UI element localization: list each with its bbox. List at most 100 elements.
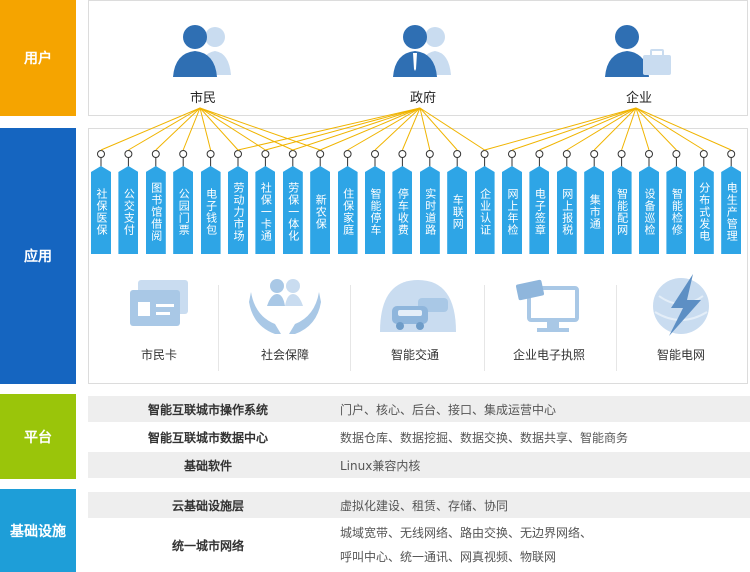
- app-tag: 电子签章: [529, 166, 550, 254]
- tag-ring: [151, 150, 160, 158]
- tag-ring: [672, 150, 681, 158]
- tag-ring: [480, 150, 489, 158]
- platform-row: 基础软件 Linux兼容内核: [88, 452, 750, 478]
- connector-line: [635, 107, 705, 151]
- section-app-label: 应用: [0, 128, 76, 384]
- connector-line: [199, 107, 239, 151]
- tag-ring: [453, 150, 462, 158]
- feature-label: 企业电子执照: [512, 348, 585, 362]
- section-infra-text: 基础设施: [10, 523, 66, 540]
- traffic-cars-icon: [380, 280, 456, 332]
- row-key: 统一城市网络: [171, 538, 244, 553]
- connector-line: [484, 107, 637, 151]
- connector-line: [128, 107, 201, 151]
- user-enterprise: 企业: [599, 17, 679, 106]
- tag-ring: [206, 150, 215, 158]
- row-value: 门户、核心、后台、接口、集成运营中心: [340, 402, 557, 417]
- app-tag: 智能停车: [365, 166, 385, 254]
- tag-ring: [261, 150, 270, 158]
- connector-line: [419, 107, 458, 151]
- connector-line: [199, 107, 321, 151]
- app-tag: 电生产管理: [721, 166, 742, 254]
- connector-line: [155, 107, 201, 151]
- feature-citizen-card: 市民卡: [104, 272, 214, 363]
- connector-line: [539, 107, 637, 151]
- connector-line: [347, 107, 421, 151]
- connector-line: [199, 107, 212, 151]
- connector-line: [182, 107, 201, 151]
- connector-line: [292, 107, 421, 151]
- app-tag: 停车收费: [392, 166, 413, 254]
- tag-ring: [371, 150, 379, 158]
- tag-ring: [617, 150, 626, 158]
- app-tag: 车联网: [447, 166, 468, 254]
- user-label: 市民: [189, 91, 216, 106]
- section-user-text: 用户: [24, 51, 52, 67]
- row-key: 云基础设施层: [171, 498, 244, 513]
- tag-ring: [234, 150, 242, 158]
- row-value: 城域宽带、无线网络、路由交换、无边界网络、 呼叫中心、统一通讯、网真视频、物联网: [328, 521, 750, 569]
- infra-row: 统一城市网络 城域宽带、无线网络、路由交换、无边界网络、 呼叫中心、统一通讯、网…: [88, 520, 750, 570]
- feature-label: 市民卡: [140, 348, 177, 362]
- connector-line: [635, 107, 732, 151]
- tag-ring: [343, 150, 352, 158]
- connector-line: [566, 107, 637, 151]
- tag-ring: [562, 150, 571, 158]
- app-tag: 分布式发电: [693, 166, 714, 254]
- app-tag: 新农保: [310, 166, 331, 254]
- connector-line: [320, 107, 421, 151]
- app-tag: 社保医保: [91, 166, 111, 254]
- tag-ring: [645, 150, 653, 158]
- row-value: 虚拟化建设、租赁、存储、协同: [340, 498, 509, 513]
- tag-ring: [97, 150, 105, 158]
- user-government: 政府: [383, 17, 463, 106]
- citizen-icon: [173, 25, 231, 77]
- connector-line: [419, 107, 485, 151]
- user-label: 企业: [625, 91, 652, 106]
- connector-line: [635, 107, 650, 151]
- row-value-line: 城域宽带、无线网络、路由交换、无边界网络、: [340, 526, 593, 540]
- row-value: 数据仓库、数据挖掘、数据交换、数据共享、智能商务: [340, 430, 629, 445]
- app-tag: 公园门票: [173, 166, 194, 254]
- user-panel: 市民 政府 企业: [88, 0, 748, 116]
- app-tag: 实时道路: [419, 166, 440, 254]
- feature-divider: [616, 285, 617, 371]
- feature-label: 智能电网: [656, 348, 705, 362]
- row-key: 智能互联城市操作系统: [147, 402, 268, 417]
- connector-line: [419, 107, 431, 151]
- connector-line: [374, 107, 421, 151]
- connector-line: [237, 107, 421, 151]
- computer-card-icon: [515, 279, 579, 332]
- app-tag: 电子钱包: [200, 166, 221, 254]
- citizen-card-icon: [130, 280, 188, 326]
- government-icon: [393, 25, 451, 77]
- feature-label: 社会保障: [260, 348, 309, 362]
- app-tag: 劳动力市场: [228, 166, 248, 254]
- user-citizen: 市民: [163, 17, 243, 106]
- connector-line: [401, 107, 421, 151]
- tag-ring: [124, 150, 133, 158]
- user-label: 政府: [409, 91, 436, 106]
- connector-line: [635, 107, 677, 151]
- tag-ring: [727, 150, 736, 158]
- row-value-line: 呼叫中心、统一通讯、网真视频、物联网: [340, 550, 557, 564]
- app-tag: 劳保一体化: [282, 166, 303, 254]
- tag-ring: [535, 150, 544, 158]
- connector-line: [265, 107, 421, 151]
- section-platform-text: 平台: [24, 429, 52, 446]
- app-tag: 公交支付: [118, 166, 139, 254]
- feature-divider: [484, 285, 485, 371]
- app-tag: 网上年检: [502, 166, 522, 254]
- feature-smart-traffic: 智能交通: [360, 272, 470, 363]
- feature-divider: [218, 285, 219, 371]
- row-value: Linux兼容内核: [340, 458, 421, 473]
- app-tag: 住保家庭: [337, 166, 358, 254]
- tag-ring: [316, 150, 325, 158]
- feature-divider: [350, 285, 351, 371]
- app-tag: 网上报税: [556, 166, 577, 254]
- section-user-label: 用户: [0, 0, 76, 116]
- feature-label: 智能交通: [390, 348, 439, 362]
- app-panel: [88, 128, 748, 384]
- tag-ring: [508, 150, 516, 158]
